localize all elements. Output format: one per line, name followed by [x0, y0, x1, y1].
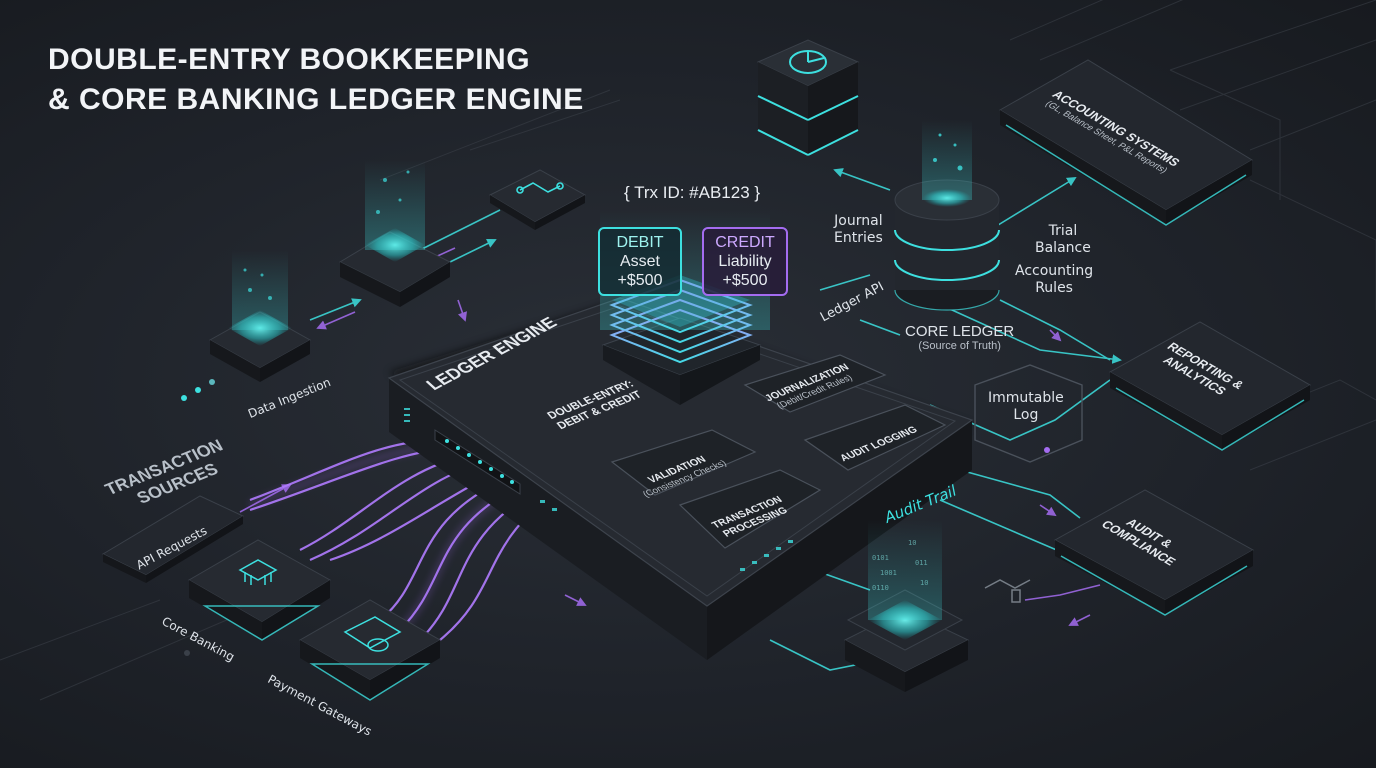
svg-text:1001: 1001 [880, 569, 897, 577]
immutable-log-label: Immutable Log [988, 390, 1064, 423]
credit-amount: +$500 [722, 272, 768, 289]
svg-text:0101: 0101 [872, 554, 889, 562]
svg-text:10: 10 [920, 579, 928, 587]
payment-gateway-device [298, 599, 442, 701]
core-ledger-sub: (Source of Truth) [918, 340, 1001, 352]
core-ledger-caption: CORE LEDGER (Source of Truth) [905, 323, 1014, 352]
accounting-rules-label: Accounting Rules [1015, 263, 1094, 296]
ingestion-pad-right [338, 160, 452, 307]
analytics-cube [756, 39, 860, 156]
engine-modules [610, 354, 947, 549]
pipe-connector [984, 579, 1031, 603]
credit-account: Liability [718, 253, 772, 270]
credit-entry-card: CREDIT Liability +$500 [702, 227, 788, 296]
core-banking-device [188, 539, 331, 641]
debit-head: DEBIT [616, 234, 664, 251]
network-node [488, 169, 587, 230]
title-line-2: & CORE BANKING LEDGER ENGINE [48, 83, 584, 116]
card-icon [343, 616, 402, 652]
svg-text:10: 10 [908, 539, 916, 547]
svg-text:011: 011 [915, 559, 928, 567]
core-ledger-title: CORE LEDGER [905, 323, 1015, 340]
audit-trail-beacon: 0101 1001 0110 10 011 10 [843, 520, 970, 692]
title-line-1: DOUBLE-ENTRY BOOKKEEPING [48, 43, 531, 76]
ingestion-pad-left [208, 250, 312, 382]
page-title: DOUBLE-ENTRY BOOKKEEPING & CORE BANKING … [48, 40, 584, 120]
audit-box [1053, 489, 1255, 616]
link-icon [516, 182, 564, 194]
pie-chart-icon [789, 50, 827, 74]
reporting-box [1108, 321, 1312, 451]
transaction-id-label: { Trx ID: #AB123 } [624, 183, 761, 202]
immutable-log-hex [974, 364, 1083, 463]
accounting-systems-box [999, 59, 1253, 226]
core-ledger-database [894, 120, 1000, 311]
port-strip [434, 429, 521, 495]
decorative-dots [181, 379, 1050, 656]
debit-amount: +$500 [617, 272, 663, 289]
trial-balance-label: Trial Balance [1035, 223, 1091, 256]
journal-entries-label: Journal Entries [834, 213, 883, 246]
svg-text:0110: 0110 [872, 584, 889, 592]
debit-entry-card: DEBIT Asset +$500 [598, 227, 682, 296]
credit-head: CREDIT [715, 234, 775, 251]
api-requests-panel [101, 495, 245, 583]
debit-account: Asset [619, 253, 660, 270]
bank-icon [238, 559, 278, 585]
